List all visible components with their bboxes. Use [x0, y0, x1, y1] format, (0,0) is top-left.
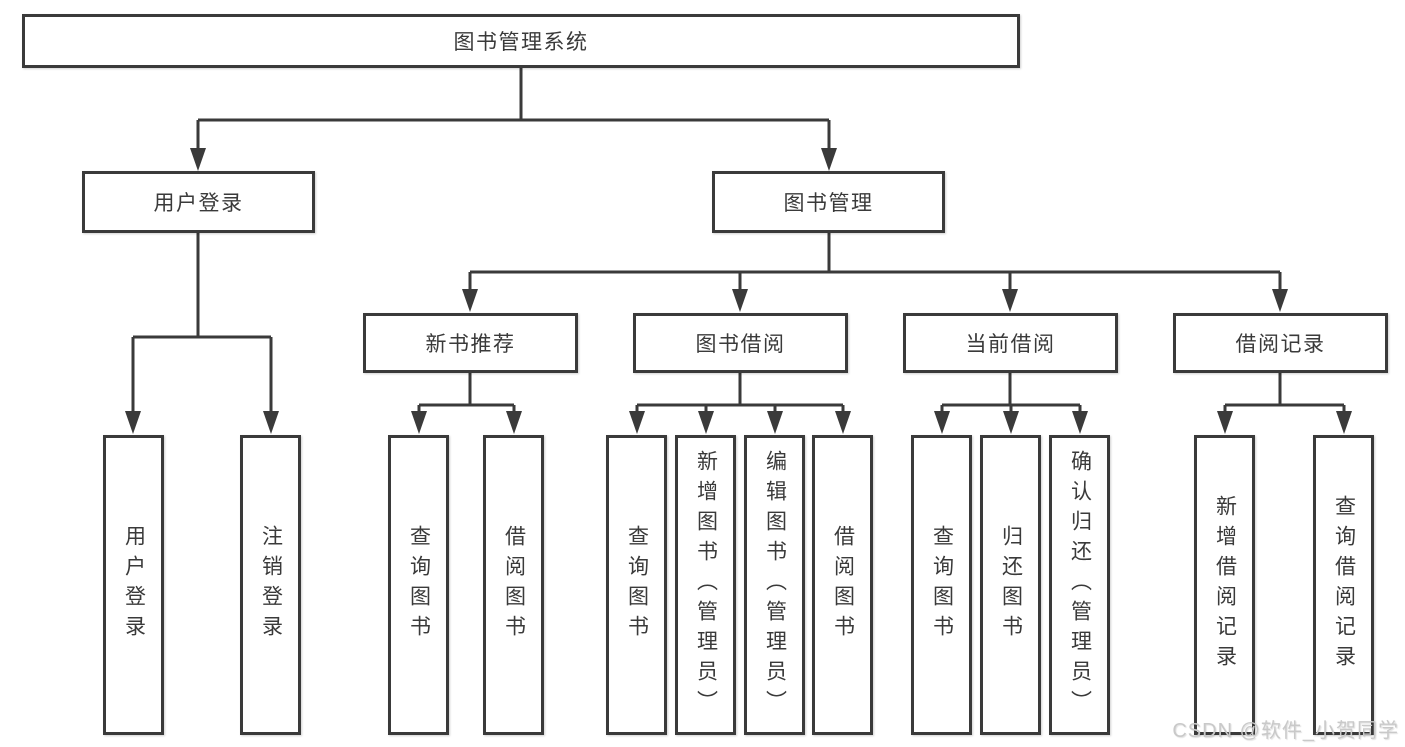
node-return-books: 归还图书	[980, 435, 1041, 735]
node-label: 图书借阅	[695, 333, 786, 356]
node-query-borrow-record: 查询借阅记录	[1313, 435, 1374, 735]
csdn-watermark: CSDN @软件_小贺同学	[1172, 720, 1399, 742]
node-edit-books-admin: 编辑图书（管理员）	[744, 435, 805, 735]
node-add-books-admin: 新增图书（管理员）	[675, 435, 736, 735]
node-confirm-return-admin: 确认归还（管理员）	[1049, 435, 1110, 735]
node-label: 借阅图书	[502, 525, 526, 645]
node-library-management-system: 图书管理系统	[22, 14, 1020, 68]
node-label: 注销登录	[259, 525, 283, 645]
node-label: 查询借阅记录	[1332, 495, 1356, 675]
node-user-login: 用户登录	[103, 435, 164, 735]
node-label: 借阅图书	[831, 525, 855, 645]
arrowheads	[125, 148, 1352, 434]
node-label: 查询图书	[930, 525, 954, 645]
node-label: 图书管理系统	[453, 31, 589, 54]
node-book-management-branch: 图书管理	[712, 171, 945, 233]
node-book-borrowing: 图书借阅	[633, 313, 848, 373]
node-label: 查询图书	[625, 525, 649, 645]
node-borrow-books: 借阅图书	[483, 435, 544, 735]
node-borrowing-records: 借阅记录	[1173, 313, 1388, 373]
node-label: 归还图书	[999, 525, 1023, 645]
node-query-books: 查询图书	[388, 435, 449, 735]
node-current-borrowing: 当前借阅	[903, 313, 1118, 373]
node-label: 编辑图书（管理员）	[763, 450, 787, 720]
node-user-login-branch: 用户登录	[82, 171, 315, 233]
node-query-books: 查询图书	[911, 435, 972, 735]
node-label: 新书推荐	[425, 333, 516, 356]
node-label: 新增借阅记录	[1213, 495, 1237, 675]
node-label: 查询图书	[407, 525, 431, 645]
node-add-borrow-record: 新增借阅记录	[1194, 435, 1255, 735]
node-label: 当前借阅	[965, 333, 1056, 356]
node-label: 用户登录	[153, 192, 244, 215]
node-borrow-books: 借阅图书	[812, 435, 873, 735]
node-label: 借阅记录	[1235, 333, 1326, 356]
node-label: 图书管理	[783, 192, 874, 215]
node-label: 确认归还（管理员）	[1068, 450, 1092, 720]
node-label: 新增图书（管理员）	[694, 450, 718, 720]
node-logout: 注销登录	[240, 435, 301, 735]
node-query-books: 查询图书	[606, 435, 667, 735]
node-new-book-recommend: 新书推荐	[363, 313, 578, 373]
node-label: 用户登录	[122, 525, 146, 645]
